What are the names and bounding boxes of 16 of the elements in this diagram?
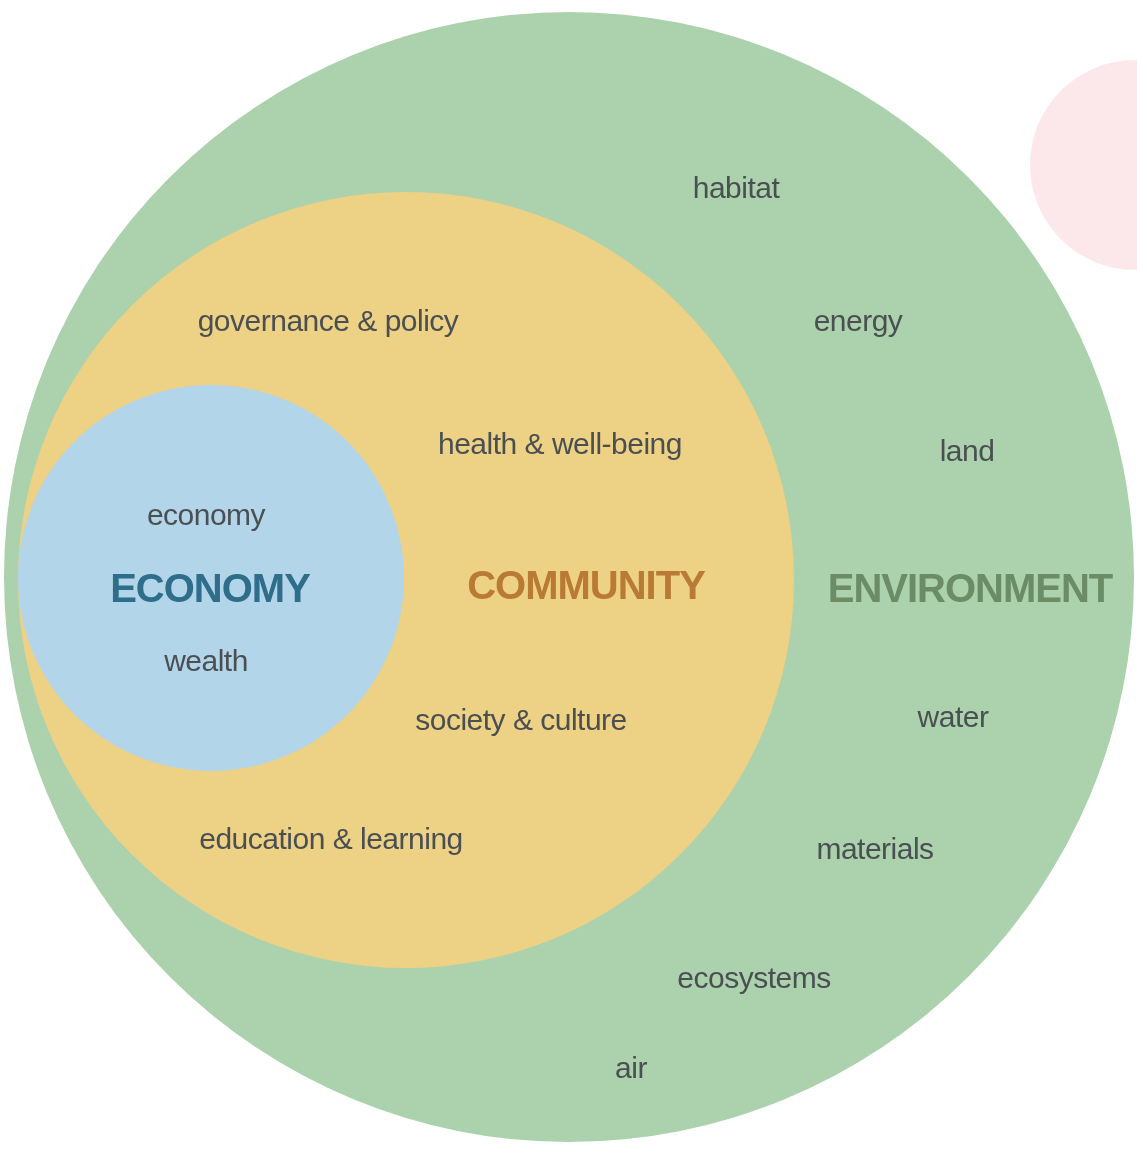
topic-label: air <box>615 1050 647 1084</box>
topic-label: wealth <box>164 643 248 677</box>
topic-label: society & culture <box>415 702 627 736</box>
topic-label: energy <box>813 303 903 337</box>
topic-label: materials <box>816 831 934 865</box>
circle-title: ENVIRONMENT <box>827 566 1113 610</box>
circle-title: COMMUNITY <box>467 563 705 607</box>
topic-label: economy <box>146 497 266 531</box>
topic-label: ecosystems <box>677 960 831 994</box>
topic-label: land <box>939 433 995 467</box>
topic-label: education & learning <box>199 821 463 855</box>
topic-label: governance & policy <box>197 303 459 337</box>
topic-label: water <box>917 699 989 733</box>
topic-label: habitat <box>692 170 780 204</box>
circle-title: ECONOMY <box>110 566 310 610</box>
topic-label: health & well-being <box>438 426 682 460</box>
